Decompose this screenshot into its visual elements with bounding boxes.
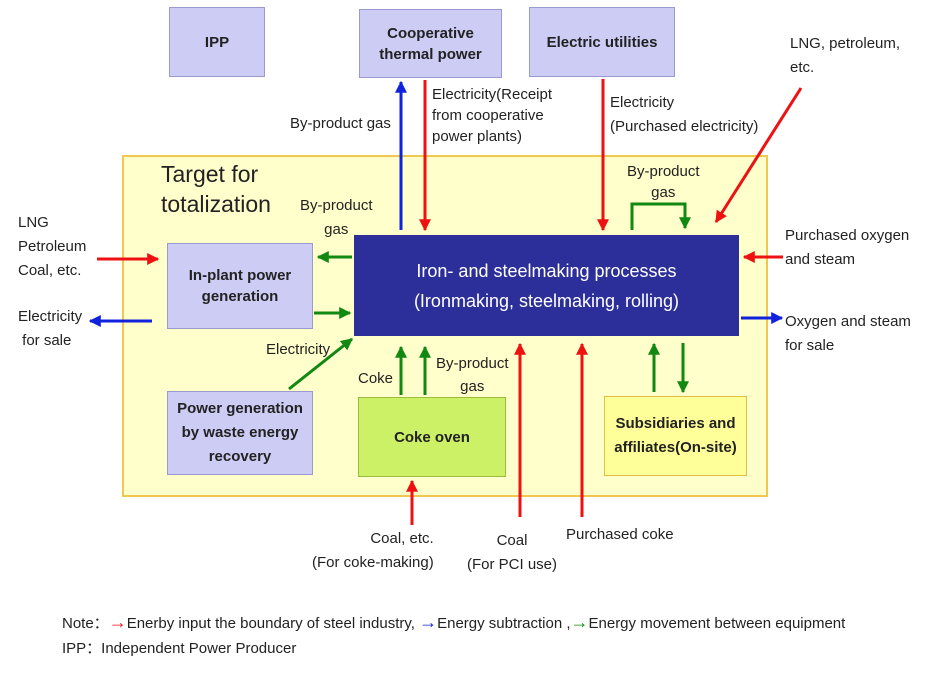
label-lng-left: LNG Petroleum Coal, etc. [18, 214, 87, 279]
label-electricity-purchased: Electricity (Purchased electricity) [610, 94, 759, 135]
note-prefix: Note： [62, 615, 109, 632]
green-arrow-icon: → [570, 612, 589, 632]
label-electricity-receipt: Electricity(Receipt from cooperative pow… [432, 86, 553, 145]
coke-oven-label: Coke oven [394, 428, 470, 446]
arrow-waste-to-iron [288, 337, 353, 391]
label-byproduct-gas-right: By-product gas [627, 163, 700, 201]
label-byproduct-gas-coke: By-product gas [436, 355, 509, 395]
note-green-text: Energy movement between equipment [588, 615, 846, 632]
cooperative-label: Cooperative thermal power [379, 24, 482, 63]
target-title: Target for totalization [161, 161, 271, 217]
ipp-box: IPP [169, 7, 265, 77]
iron-steelmaking-box: Iron- and steelmaking processes (Ironmak… [354, 235, 739, 336]
label-oxygen-for-sale: Oxygen and steam for sale [785, 313, 911, 354]
iron-label: Iron- and steelmaking processes (Ironmak… [413, 260, 680, 311]
label-lng-petroleum-etc: LNG, petroleum, etc. [790, 35, 901, 76]
utilities-label: Electric utilities [546, 33, 658, 51]
label-purchased-coke: Purchased coke [566, 526, 674, 543]
blue-arrow-icon: → [419, 612, 438, 632]
electric-utilities-box: Electric utilities [529, 7, 675, 77]
label-electricity-mid: Electricity [266, 341, 331, 358]
waste-label: Power generation by waste energy recover… [177, 400, 303, 465]
label-purchased-oxygen: Purchased oxygen and steam [785, 227, 910, 268]
subsidiaries-label: Subsidiaries and affiliates(On-site) [614, 415, 737, 456]
label-byproduct-gas-left: By-product gas [300, 197, 373, 238]
red-arrow-icon: → [108, 612, 127, 632]
inplant-power-box: In-plant power generation [167, 243, 313, 329]
note-ipp-line: IPP：Independent Power Producer [62, 640, 297, 657]
label-byproduct-gas-top: By-product gas [290, 115, 391, 132]
arrow-lng-petroleum [714, 87, 803, 224]
waste-energy-box: Power generation by waste energy recover… [167, 391, 313, 475]
arrow-byproduct-loop [630, 202, 691, 230]
coke-oven-box: Coke oven [358, 397, 506, 477]
note-blue-text: Energy subtraction , [437, 615, 571, 632]
label-coke: Coke [358, 370, 394, 387]
note-red-text: Enerby input the boundary of steel indus… [126, 615, 415, 632]
inplant-label: In-plant power generation [188, 267, 292, 305]
label-electricity-for-sale: Electricity for sale [18, 308, 83, 349]
label-coal-pci: Coal (For PCI use) [467, 532, 558, 573]
ipp-label: IPP [204, 33, 230, 51]
note-legend: Note：→Enerby input the boundary of steel… [62, 612, 845, 634]
subsidiaries-box: Subsidiaries and affiliates(On-site) [604, 396, 747, 476]
cooperative-thermal-power-box: Cooperative thermal power [359, 9, 502, 78]
label-coal-coke-making: Coal, etc. (For coke-making) [312, 530, 434, 571]
